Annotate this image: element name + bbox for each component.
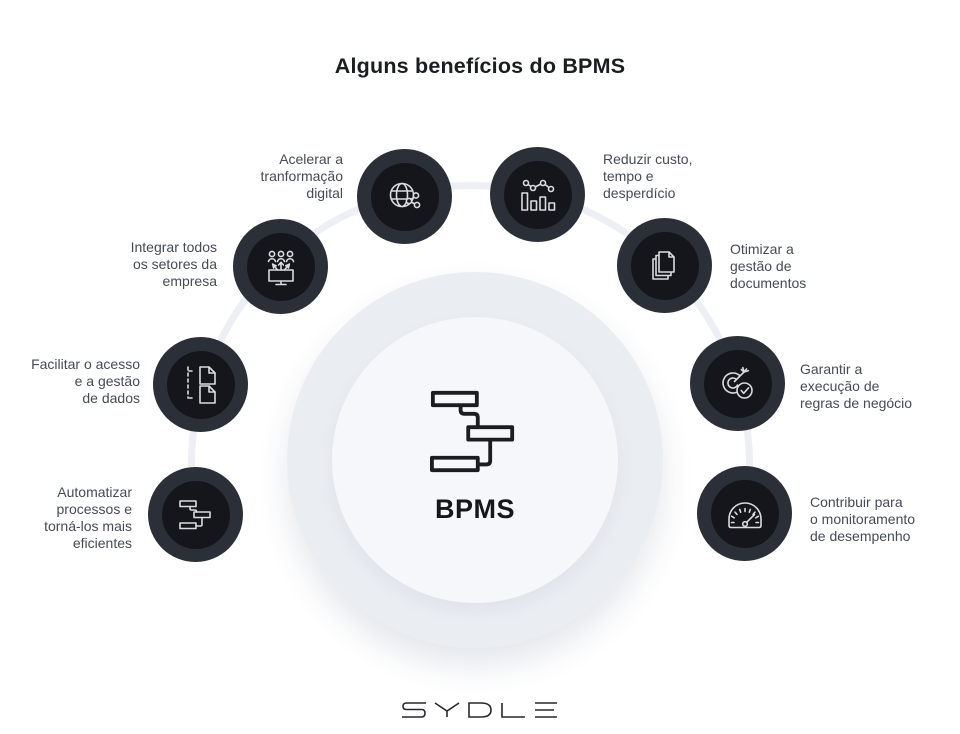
benefit-label-acelerar: Acelerar a tranformação digital [260,151,343,201]
letter-e [535,702,557,718]
bpms-flowchart-icon [430,390,515,473]
people-monitor-icon [246,232,315,301]
benefit-node-integrar [233,219,328,314]
bpms-label: BPMS [434,494,515,524]
letter-y [434,702,460,717]
benefit-node-facilitar [153,337,248,432]
target-check-icon [703,349,772,418]
flowchart-icon [161,480,230,549]
globe-network-icon [370,162,439,231]
sydle-logo [402,702,557,718]
letter-l [501,703,525,718]
benefit-node-reduzir [490,147,585,242]
benefit-label-integrar: Integrar todos os setores da empresa [130,239,217,289]
gauge-icon [710,479,779,548]
letter-s [402,702,426,718]
benefit-label-garantir: Garantir a execução de regras de negócio [800,361,913,411]
bpms-center-circle [287,272,663,648]
page-title: Alguns benefícios do BPMS [334,54,626,78]
benefit-node-automatizar [148,467,243,562]
documents-branch-icon [166,350,235,419]
benefit-label-otimizar: Otimizar a gestão de documentos [730,241,807,291]
benefit-label-reduzir: Reduzir custo, tempo e desperdício [603,151,693,201]
benefit-node-acelerar [357,149,452,244]
letter-d [468,702,492,718]
documents-stack-icon [630,231,699,300]
benefit-node-otimizar [617,218,712,313]
bpms-center-inner-circle [332,317,618,603]
benefit-label-automatizar: Automatizar processos e torná-los mais e… [44,484,132,551]
chart-bars-line-icon [503,160,572,229]
benefit-node-contribuir [697,466,792,561]
benefit-label-contribuir: Contribuir para o monitoramento de desem… [810,494,916,544]
benefit-node-garantir [690,336,785,431]
benefit-label-facilitar: Facilitar o acesso e a gestão de dados [31,356,140,406]
